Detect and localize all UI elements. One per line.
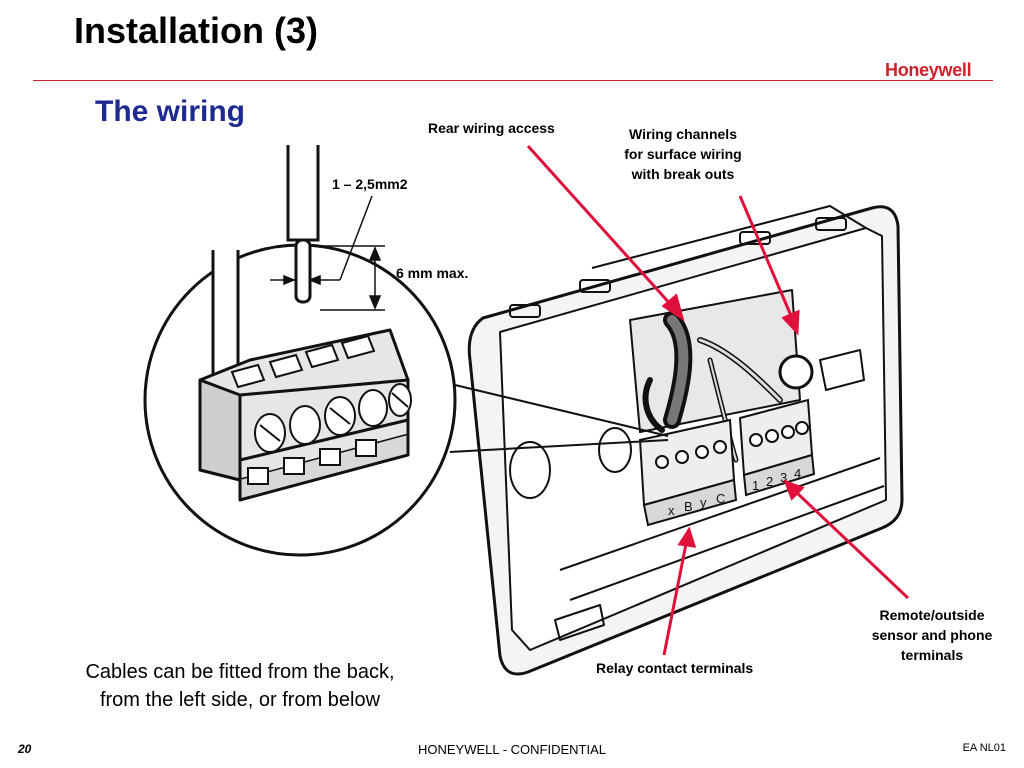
- sensor-terminal-block: [738, 398, 816, 497]
- wire-gauge-label: 1 – 2,5mm2: [332, 176, 408, 192]
- honeywell-logo: Honeywell: [885, 60, 972, 80]
- title-divider: [33, 80, 993, 81]
- wiring-description: Cables can be fitted from the back, from…: [85, 661, 395, 711]
- channels-label: Wiring channels for surface wiring with …: [624, 126, 742, 182]
- page-number: 20: [18, 742, 32, 756]
- strip-length-label: 6 mm max.: [396, 265, 469, 281]
- terminal-label-3: 3: [780, 470, 787, 485]
- terminal-label-4: 4: [794, 466, 801, 481]
- confidential-footer: HONEYWELL - CONFIDENTIAL: [417, 742, 607, 757]
- terminal-label-x: x: [668, 503, 675, 518]
- slide-subtitle: The wiring: [95, 95, 245, 128]
- zoom-lines: [449, 384, 669, 453]
- slide-title: Installation (3): [74, 10, 319, 51]
- terminal-label-2: 2: [766, 474, 773, 489]
- terminal-label-1: 1: [752, 478, 759, 493]
- remote-sensor-label: Remote/outside sensor and phone terminal…: [871, 607, 993, 663]
- cable-bundle: [642, 311, 814, 463]
- relay-terminals-label: Relay contact terminals: [596, 660, 754, 676]
- terminal-detail-circle: [143, 145, 457, 557]
- terminal-label-y: y: [700, 495, 707, 510]
- terminal-label-b: B: [684, 499, 693, 514]
- callout-arrows: [526, 144, 910, 656]
- dimension-markers: [270, 195, 385, 311]
- relay-terminal-block: [638, 418, 738, 527]
- rear-access-label: Rear wiring access: [428, 120, 555, 136]
- document-code: EA NL01: [962, 742, 1006, 754]
- terminal-label-c: C: [716, 491, 725, 506]
